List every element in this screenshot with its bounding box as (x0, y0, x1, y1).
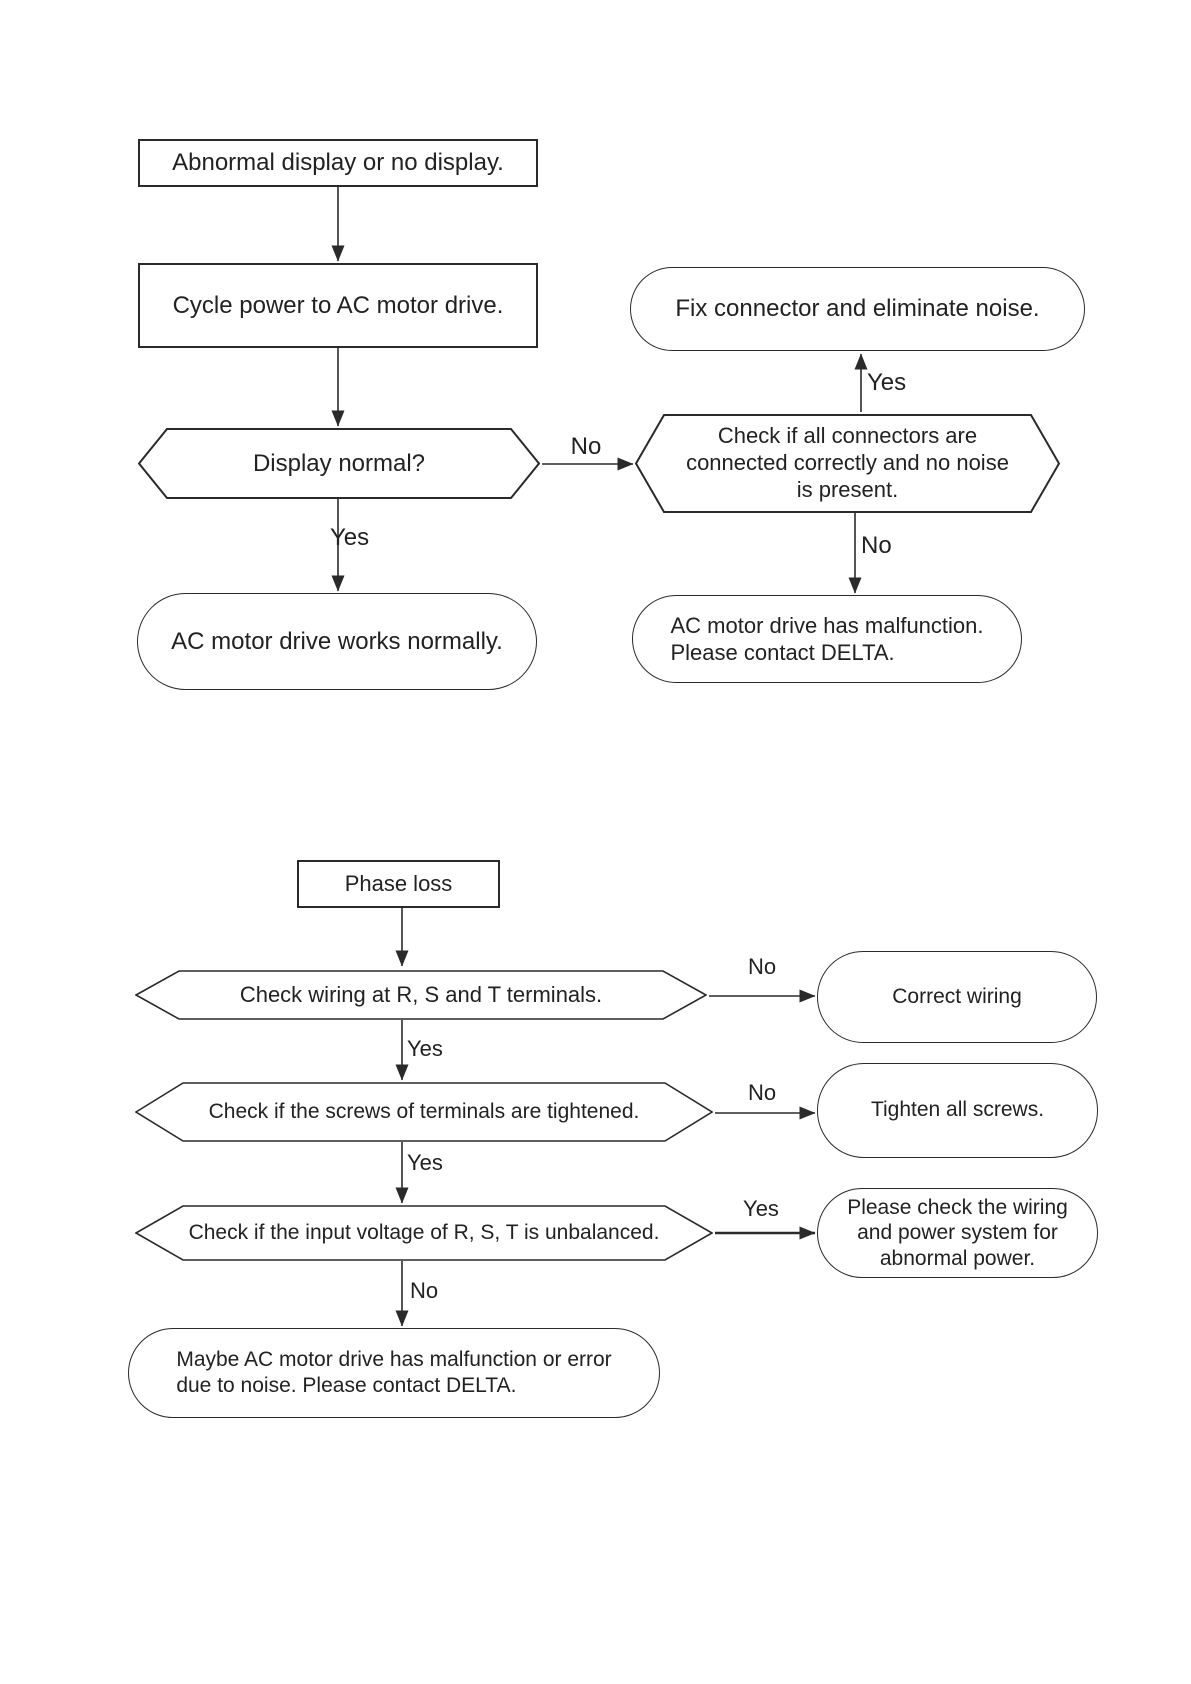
hexagon-shape (135, 970, 707, 1020)
node-works-normally-text: AC motor drive works normally. (171, 627, 503, 655)
node-check-voltage-text: Check if the input voltage of R, S, T is… (188, 1220, 660, 1244)
node-maybe-malfunction: Maybe AC motor drive has malfunction or … (128, 1328, 660, 1418)
node-tighten-screws-text: Tighten all screws. (870, 1098, 1045, 1122)
node-works-normally: AC motor drive works normally. (137, 593, 537, 690)
edge-label-yes-power: Yes (743, 1196, 779, 1221)
node-correct-wiring-text: Correct wiring (892, 984, 1022, 1008)
hexagon-shape (135, 1205, 713, 1261)
edge-label-yes-works: Yes (330, 524, 370, 551)
node-check-connectors-text: Check if all connectors are connected co… (686, 423, 1009, 502)
hexagon-shape (138, 428, 540, 499)
node-tighten-screws: Tighten all screws. (817, 1063, 1098, 1158)
hexagon-shape (135, 1082, 713, 1142)
node-check-voltage-decision: Check if the input voltage of R, S, T is… (135, 1205, 713, 1261)
node-cycle-power: Cycle power to AC motor drive. (138, 263, 538, 348)
node-display-normal-text: Display normal? (252, 449, 426, 477)
node-check-power-system-text: Please check the wiring and power system… (847, 1195, 1068, 1270)
node-display-normal-decision: Display normal? (138, 428, 540, 499)
edge-label-yes-fix: Yes (867, 369, 907, 396)
edge-label-no-maybe: No (410, 1278, 439, 1303)
node-fix-connector: Fix connector and eliminate noise. (630, 267, 1085, 351)
node-has-malfunction: AC motor drive has malfunction. Please c… (632, 595, 1022, 683)
node-check-connectors-decision: Check if all connectors are connected co… (635, 414, 1060, 513)
edge-label-yes-screws: Yes (407, 1036, 443, 1061)
node-abnormal-display: Abnormal display or no display. (138, 139, 538, 187)
node-phase-loss-text: Phase loss (344, 871, 453, 897)
edge-label-no-malfunction: No (861, 532, 892, 559)
node-check-screws-text: Check if the screws of terminals are tig… (208, 1099, 640, 1123)
edge-label-no-correct-wiring: No (747, 954, 777, 979)
node-check-wiring-decision: Check wiring at R, S and T terminals. (135, 970, 707, 1020)
node-fix-connector-text: Fix connector and eliminate noise. (675, 295, 1040, 322)
edge-label-no-tighten: No (747, 1080, 777, 1105)
node-check-wiring-text: Check wiring at R, S and T terminals. (239, 982, 603, 1008)
edge-label-no-connectors: No (570, 433, 602, 460)
node-check-screws-decision: Check if the screws of terminals are tig… (135, 1082, 713, 1142)
node-phase-loss: Phase loss (297, 860, 500, 908)
node-abnormal-display-text: Abnormal display or no display. (172, 149, 504, 176)
node-check-power-system: Please check the wiring and power system… (817, 1188, 1098, 1278)
hexagon-shape (635, 414, 1060, 513)
node-correct-wiring: Correct wiring (817, 951, 1097, 1043)
edge-label-yes-voltage: Yes (407, 1150, 443, 1175)
node-cycle-power-text: Cycle power to AC motor drive. (172, 291, 504, 319)
node-has-malfunction-text: AC motor drive has malfunction. Please c… (670, 612, 984, 666)
node-maybe-malfunction-text: Maybe AC motor drive has malfunction or … (176, 1347, 612, 1397)
